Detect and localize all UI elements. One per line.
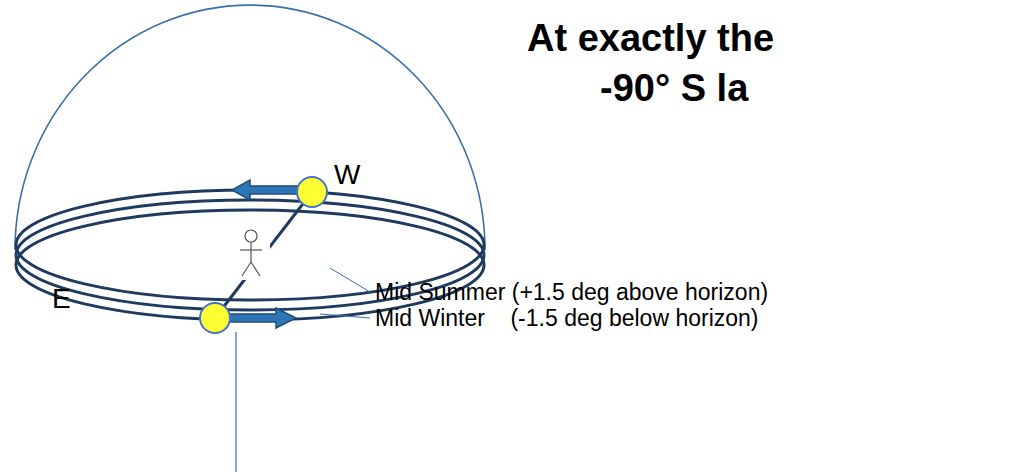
title-text: At exactly the bbox=[527, 18, 774, 60]
title-text: -90° S la bbox=[600, 68, 748, 110]
sky-dome bbox=[15, 5, 485, 250]
motion-arrow bbox=[232, 180, 298, 200]
sun-line bbox=[215, 192, 312, 318]
ring-label: Mid Winter (-1.5 deg below horizon) bbox=[375, 306, 759, 331]
motion-arrow bbox=[228, 308, 296, 328]
sun-symbol bbox=[297, 177, 327, 207]
sun-symbol bbox=[200, 303, 230, 333]
observer-figure bbox=[232, 226, 270, 280]
leader-line bbox=[330, 268, 370, 292]
direction-label: E bbox=[52, 284, 71, 315]
ring-label: Mid Summer (+1.5 deg above horizon) bbox=[375, 280, 768, 305]
direction-label: W bbox=[334, 160, 360, 191]
leader-line bbox=[320, 314, 370, 318]
leader-line bbox=[235, 332, 236, 472]
